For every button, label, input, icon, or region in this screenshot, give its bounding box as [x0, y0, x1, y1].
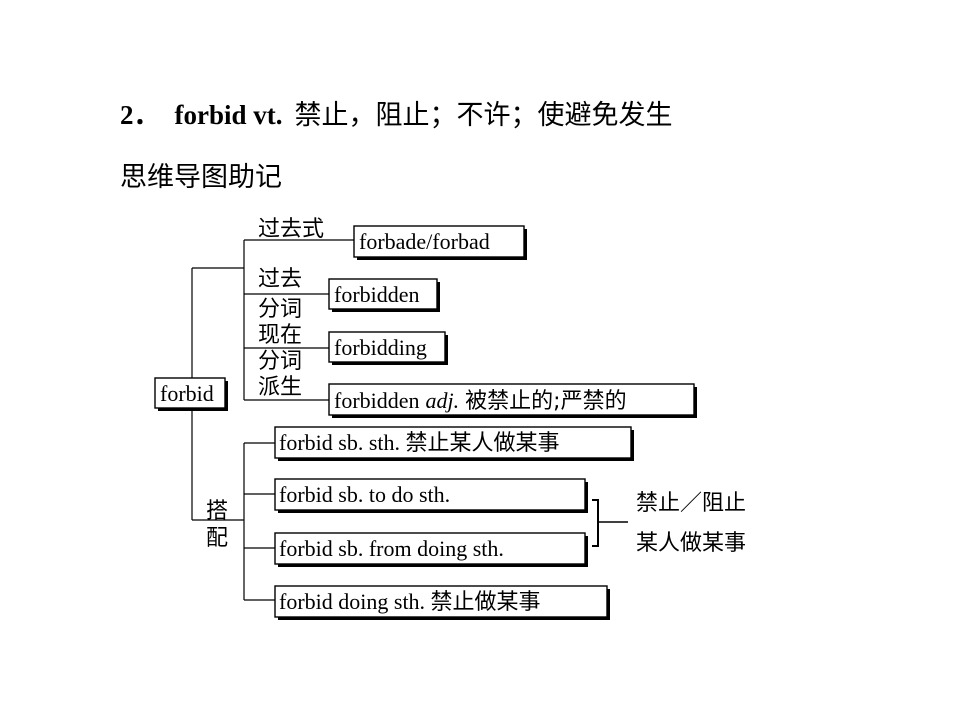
derivative-label: 派生: [258, 375, 302, 400]
derivative-word: forbidden: [334, 388, 420, 413]
entry-meaning: 禁止，阻止；不许；使避免发生: [294, 100, 673, 131]
entry-word: forbid vt.: [174, 100, 283, 130]
collocation-node-3: forbid sb. from doing sth.: [274, 532, 588, 567]
present-participle-value: forbidding: [334, 335, 427, 360]
past-tense-node: forbade/forbad: [353, 225, 527, 260]
present-participle-node: forbidding: [328, 331, 448, 365]
collocation-label-2: 配: [206, 526, 228, 551]
collocation-text-3: forbid sb. from doing sth.: [279, 536, 504, 561]
bracket-note-2: 某人做某事: [636, 531, 746, 556]
past-tense-label: 过去式: [258, 217, 324, 242]
mindmap-subheading: 思维导图助记: [120, 162, 282, 193]
collocation-text-2: forbid sb. to do sth.: [279, 482, 450, 507]
collocation-node-2: forbid sb. to do sth.: [274, 478, 588, 513]
root-node: forbid: [154, 377, 228, 411]
derivative-meaning: 被禁止的;严禁的: [465, 389, 626, 414]
mindmap-connectors: [191, 239, 355, 601]
entry-number: 2．: [120, 100, 161, 130]
entry-heading: 2． forbid vt. 禁止，阻止；不许；使避免发生: [120, 97, 673, 134]
derivative-pos: adj.: [426, 388, 460, 413]
collocation-bracket: [592, 499, 628, 547]
past-tense-value: forbade/forbad: [359, 229, 490, 254]
collocation-label-1: 搭: [206, 499, 228, 524]
collocation-text-1: forbid sb. sth. 禁止某人做某事: [279, 430, 560, 455]
past-participle-label-2: 分词: [258, 297, 302, 322]
bracket-note-1: 禁止／阻止: [636, 491, 746, 516]
past-participle-value: forbidden: [334, 282, 420, 307]
past-participle-node: forbidden: [328, 278, 440, 312]
present-participle-label-2: 分词: [258, 349, 302, 374]
collocation-text-4: forbid doing sth. 禁止做某事: [279, 589, 541, 614]
past-participle-label-1: 过去: [258, 267, 302, 292]
collocation-node-1: forbid sb. sth. 禁止某人做某事: [274, 426, 634, 461]
collocation-node-4: forbid doing sth. 禁止做某事: [274, 585, 610, 620]
root-label: forbid: [160, 381, 214, 406]
present-participle-label-1: 现在: [258, 323, 302, 348]
